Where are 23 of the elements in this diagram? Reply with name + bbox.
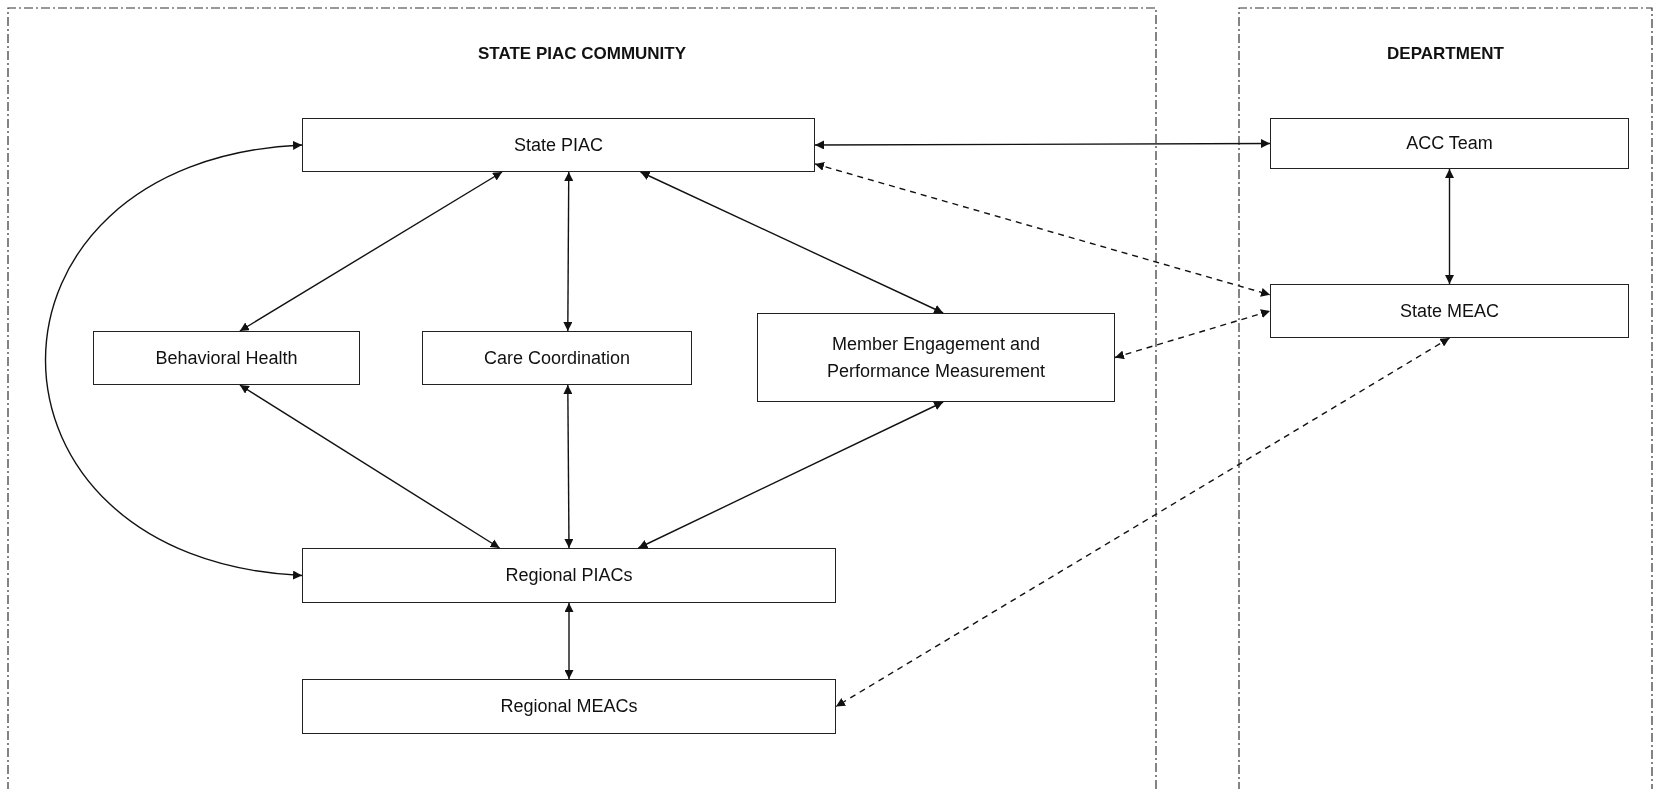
arrow <box>814 139 1271 150</box>
arrow <box>239 384 501 549</box>
process-box: Care Coordination <box>422 331 692 385</box>
process-box: ACC Team <box>1270 118 1629 169</box>
dashed-arrow <box>835 337 1451 708</box>
arrow <box>564 602 574 680</box>
group-heading: STATE PIAC COMMUNITY <box>476 44 688 64</box>
process-box: Behavioral Health <box>93 331 360 385</box>
process-box: Regional MEACs <box>302 679 836 734</box>
arrow <box>563 171 574 332</box>
group-heading: DEPARTMENT <box>1386 44 1505 64</box>
process-box: Member Engagement and Performance Measurement <box>757 313 1115 402</box>
process-box: Regional PIACs <box>302 548 836 603</box>
arrow <box>1445 168 1454 285</box>
arrow <box>44 141 303 579</box>
process-box: State MEAC <box>1270 284 1629 338</box>
dashed-arrow <box>814 162 1271 297</box>
dashed-arrow <box>1114 309 1271 360</box>
process-box: State PIAC <box>302 118 815 172</box>
arrow <box>637 401 944 549</box>
arrow <box>639 171 944 314</box>
arrow <box>563 384 574 549</box>
arrow <box>239 171 503 332</box>
